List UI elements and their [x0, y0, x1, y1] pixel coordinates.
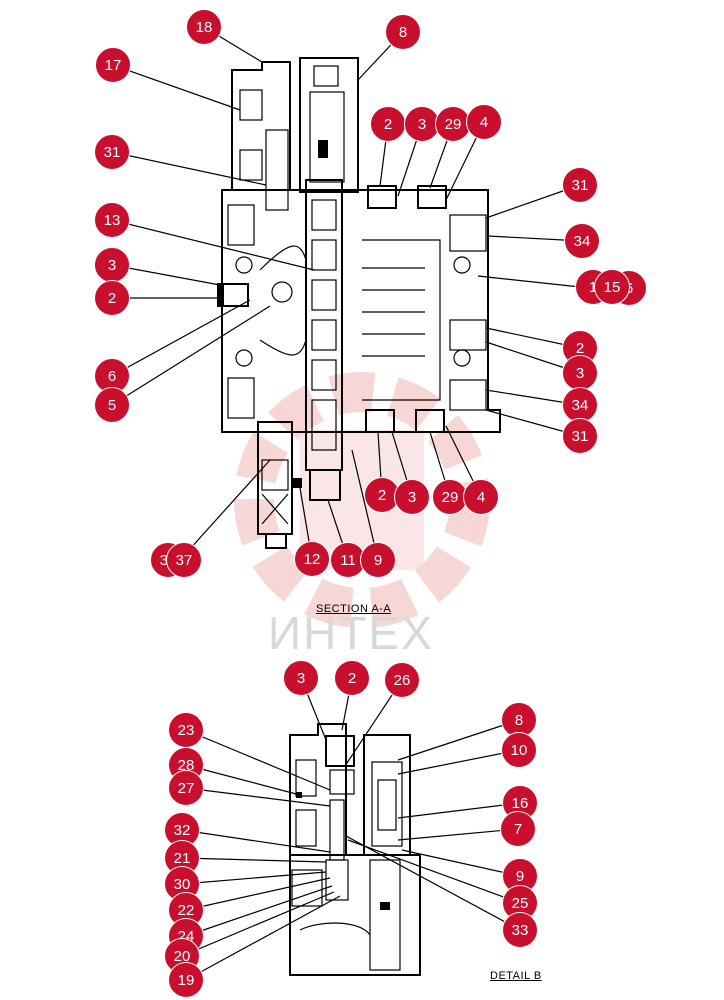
callout-badge: 15 — [594, 269, 630, 305]
callout-badge: 3 — [562, 355, 598, 391]
callout-badge: 18 — [186, 9, 222, 45]
callout-badge: 34 — [562, 387, 598, 423]
callout-badge: 2 — [334, 660, 370, 696]
callout-badge: 13 — [94, 202, 130, 238]
callout-badge: 8 — [385, 14, 421, 50]
watermark-text: ИНТЕХ — [268, 607, 434, 659]
callout-badge: 31 — [562, 418, 598, 454]
callout-badge: 5 — [94, 387, 130, 423]
callout-badge: 34 — [564, 223, 600, 259]
callout-badge: 17 — [95, 47, 131, 83]
callout-badge: 27 — [168, 770, 204, 806]
callout-badge: 3 — [404, 106, 440, 142]
detail-caption: DETAIL B — [490, 970, 542, 982]
callout-badge: 4 — [463, 479, 499, 515]
callout-badge: 9 — [360, 542, 396, 578]
section-caption: SECTION A-A — [316, 603, 392, 615]
callout-badge: 37 — [166, 542, 202, 578]
callout-badge: 12 — [294, 541, 330, 577]
callout-badge: 10 — [501, 732, 537, 768]
callout-badge: 3 — [283, 660, 319, 696]
callout-badge: 4 — [466, 104, 502, 140]
callout-badge: 2 — [364, 477, 400, 513]
callout-badge: 31 — [94, 134, 130, 170]
callout-badge: 7 — [500, 811, 536, 847]
callout-badge: 19 — [168, 962, 204, 998]
callout-badge: 29 — [435, 106, 471, 142]
callout-badge: 3 — [394, 479, 430, 515]
callout-badge: 2 — [370, 106, 406, 142]
callout-badge: 29 — [432, 479, 468, 515]
callout-badge: 33 — [502, 912, 538, 948]
callout-badge: 31 — [562, 167, 598, 203]
callout-badge: 3 — [94, 247, 130, 283]
callout-badge: 23 — [168, 712, 204, 748]
callout-badge: 2 — [94, 280, 130, 316]
detail-b-drawing — [181, 677, 521, 981]
callout-badge: 26 — [384, 662, 420, 698]
